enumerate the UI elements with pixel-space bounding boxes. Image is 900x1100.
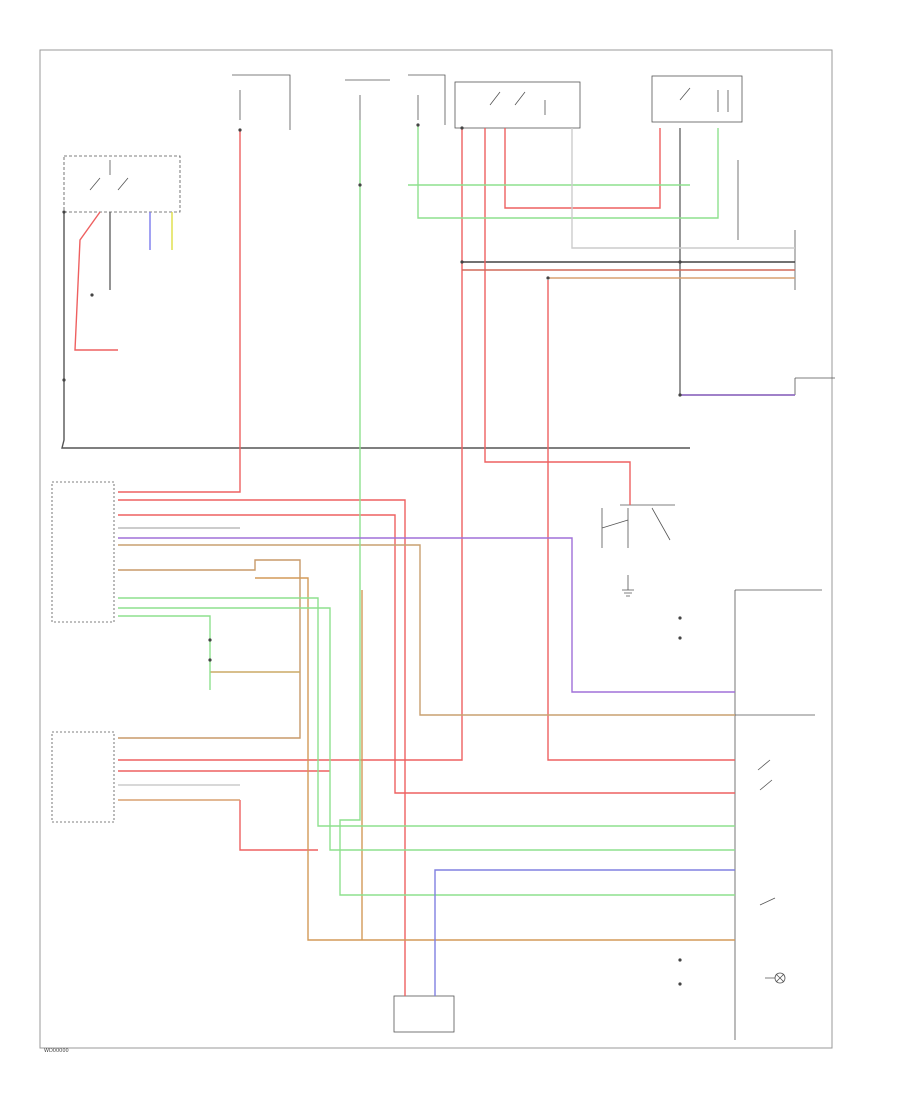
splice-dot (358, 183, 362, 187)
wire-green-6 (118, 615, 211, 690)
ground-symbol-starter (622, 575, 634, 597)
splice-dot (416, 123, 420, 127)
splice-dot (208, 658, 212, 662)
wire-red-4 (504, 128, 661, 209)
relay-box-1 (454, 81, 581, 129)
electronic-module-lower-left (51, 731, 115, 823)
wire-red-3 (484, 128, 631, 505)
fuse-block-left (232, 74, 291, 130)
splice-dot (208, 638, 212, 642)
diagram-footer-code: WD00000 (44, 1048, 69, 1054)
wire-red-2 (118, 128, 463, 761)
wire-green-5 (118, 607, 735, 851)
splice-dot (678, 982, 682, 986)
splice-dot (460, 260, 464, 264)
splice-dot (238, 128, 242, 132)
splice-dot (678, 616, 682, 620)
wire-red-6 (118, 514, 735, 794)
bottom-center-module (393, 995, 455, 1033)
lamp-icon-cross (765, 973, 785, 983)
splice-dot (90, 293, 94, 297)
wire-grey-1 (571, 128, 795, 249)
ignition-switch-contacts (89, 160, 129, 191)
diagram-frame (39, 49, 833, 1049)
wire-red-5 (118, 499, 406, 996)
splice-dot (62, 378, 66, 382)
ignition-switch-box (63, 155, 181, 213)
wire-red-1 (118, 130, 241, 493)
wire-green-4 (118, 597, 735, 827)
splice-dot (678, 393, 682, 397)
connector-right-upper (737, 160, 835, 395)
relay-box-2-contacts (679, 87, 729, 112)
wire-purple-1 (118, 537, 735, 693)
splice-dot (546, 276, 550, 280)
wire-brown-1 (118, 559, 301, 739)
splice-dot (460, 126, 464, 130)
relay-box-1-contacts (489, 91, 546, 115)
relay-box-2 (651, 75, 743, 123)
splice-dot (678, 636, 682, 640)
switch-right-a (757, 759, 776, 906)
splice-dot (678, 260, 682, 264)
splice-points (62, 123, 682, 986)
splice-dot (678, 958, 682, 962)
right-side-module (734, 589, 822, 1040)
wire-orange-2 (118, 544, 735, 716)
wire-red-7 (74, 211, 118, 351)
wire-dark-1 (61, 212, 690, 449)
steering-column-module (51, 481, 115, 623)
wire-green-2 (417, 125, 719, 219)
starter-switch (601, 504, 675, 548)
wire-red-10 (239, 800, 318, 851)
wire-red-8 (547, 280, 735, 761)
wire-orange-3 (255, 577, 735, 941)
wires (61, 120, 795, 996)
fuse-block-center (345, 74, 446, 125)
wire-purple-2 (434, 869, 735, 996)
components (51, 74, 835, 1040)
wire-green-1 (339, 120, 735, 896)
splice-dot (62, 210, 66, 214)
